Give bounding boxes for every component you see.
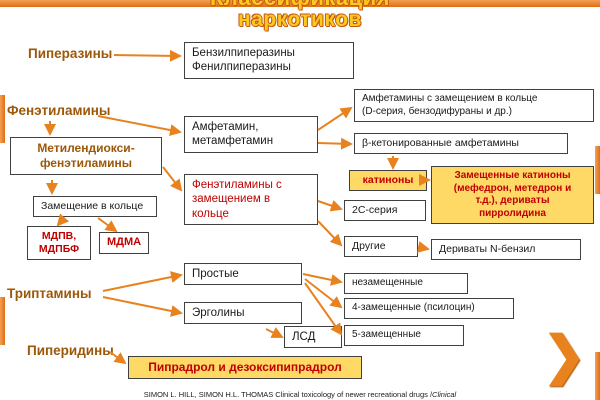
node-unsubstituted: незамещенные: [344, 273, 468, 294]
citation-footer: SIMON L. HILL, SIMON H.L. THOMAS Clinica…: [0, 390, 600, 399]
node-beta-keto-amphetamines: β-кетонированные амфетамины: [354, 133, 568, 155]
node-n-benzyl-derivatives: Дериваты N-бензил: [431, 239, 581, 261]
node-pipradrol: Пипрадрол и дезоксипипрадрол: [128, 356, 362, 379]
node-ring-substituted-amphetamines: Амфетамины с замещением в кольце (D-сери…: [354, 89, 594, 122]
node-simple-tryptamines: Простые: [184, 263, 302, 286]
citation-journal: Clinical: [432, 390, 457, 399]
edge-decoration: [595, 352, 600, 400]
node-methylenedioxyphenethylamines: Метилендиокси- фенэтиламины: [10, 137, 162, 175]
label-phenethylamines: Фенэтиламины: [7, 103, 111, 118]
node-ring-substitution: Замещение в кольце: [33, 196, 157, 218]
node-benzylpiperazines: Бензилпиперазины Фенилпиперазины: [184, 42, 354, 79]
node-substituted-cathinones: Замещенные катиноны (мефедрон, метедрон …: [431, 166, 594, 224]
slide-title-line2: наркотиков: [238, 8, 362, 31]
node-4-substituted: 4-замещенные (псилоцин): [344, 298, 514, 319]
edge-decoration: [0, 95, 5, 143]
node-amphetamine: Амфетамин, метамфетамин: [184, 116, 318, 153]
node-5-substituted: 5-замещенные: [344, 325, 464, 346]
slide-title-line1: Классификация: [0, 0, 600, 11]
node-ergolines: Эрголины: [184, 302, 302, 325]
edge-decoration: [595, 146, 600, 194]
node-mdma: МДМА: [99, 232, 149, 254]
node-others: Другие: [344, 236, 418, 258]
label-piperidines: Пиперидины: [27, 343, 114, 358]
citation-text: SIMON L. HILL, SIMON H.L. THOMAS Clinica…: [143, 390, 433, 399]
label-tryptamines: Триптамины: [7, 286, 92, 301]
node-ring-substituted-phenethylamines: Фенэтиламины с замещением в кольце: [184, 174, 318, 226]
top-orange-band: [0, 0, 600, 7]
next-slide-chevron[interactable]: ❯: [542, 327, 586, 385]
edge-decoration: [0, 297, 5, 345]
node-2c-series: 2C-серия: [344, 200, 426, 222]
node-mdpv-mdpbp: МДПВ, МДПБФ: [27, 226, 91, 261]
node-lsd: ЛСД: [284, 326, 342, 349]
label-piperazines: Пиперазины: [28, 46, 113, 61]
node-cathinones: катиноны: [349, 170, 427, 192]
